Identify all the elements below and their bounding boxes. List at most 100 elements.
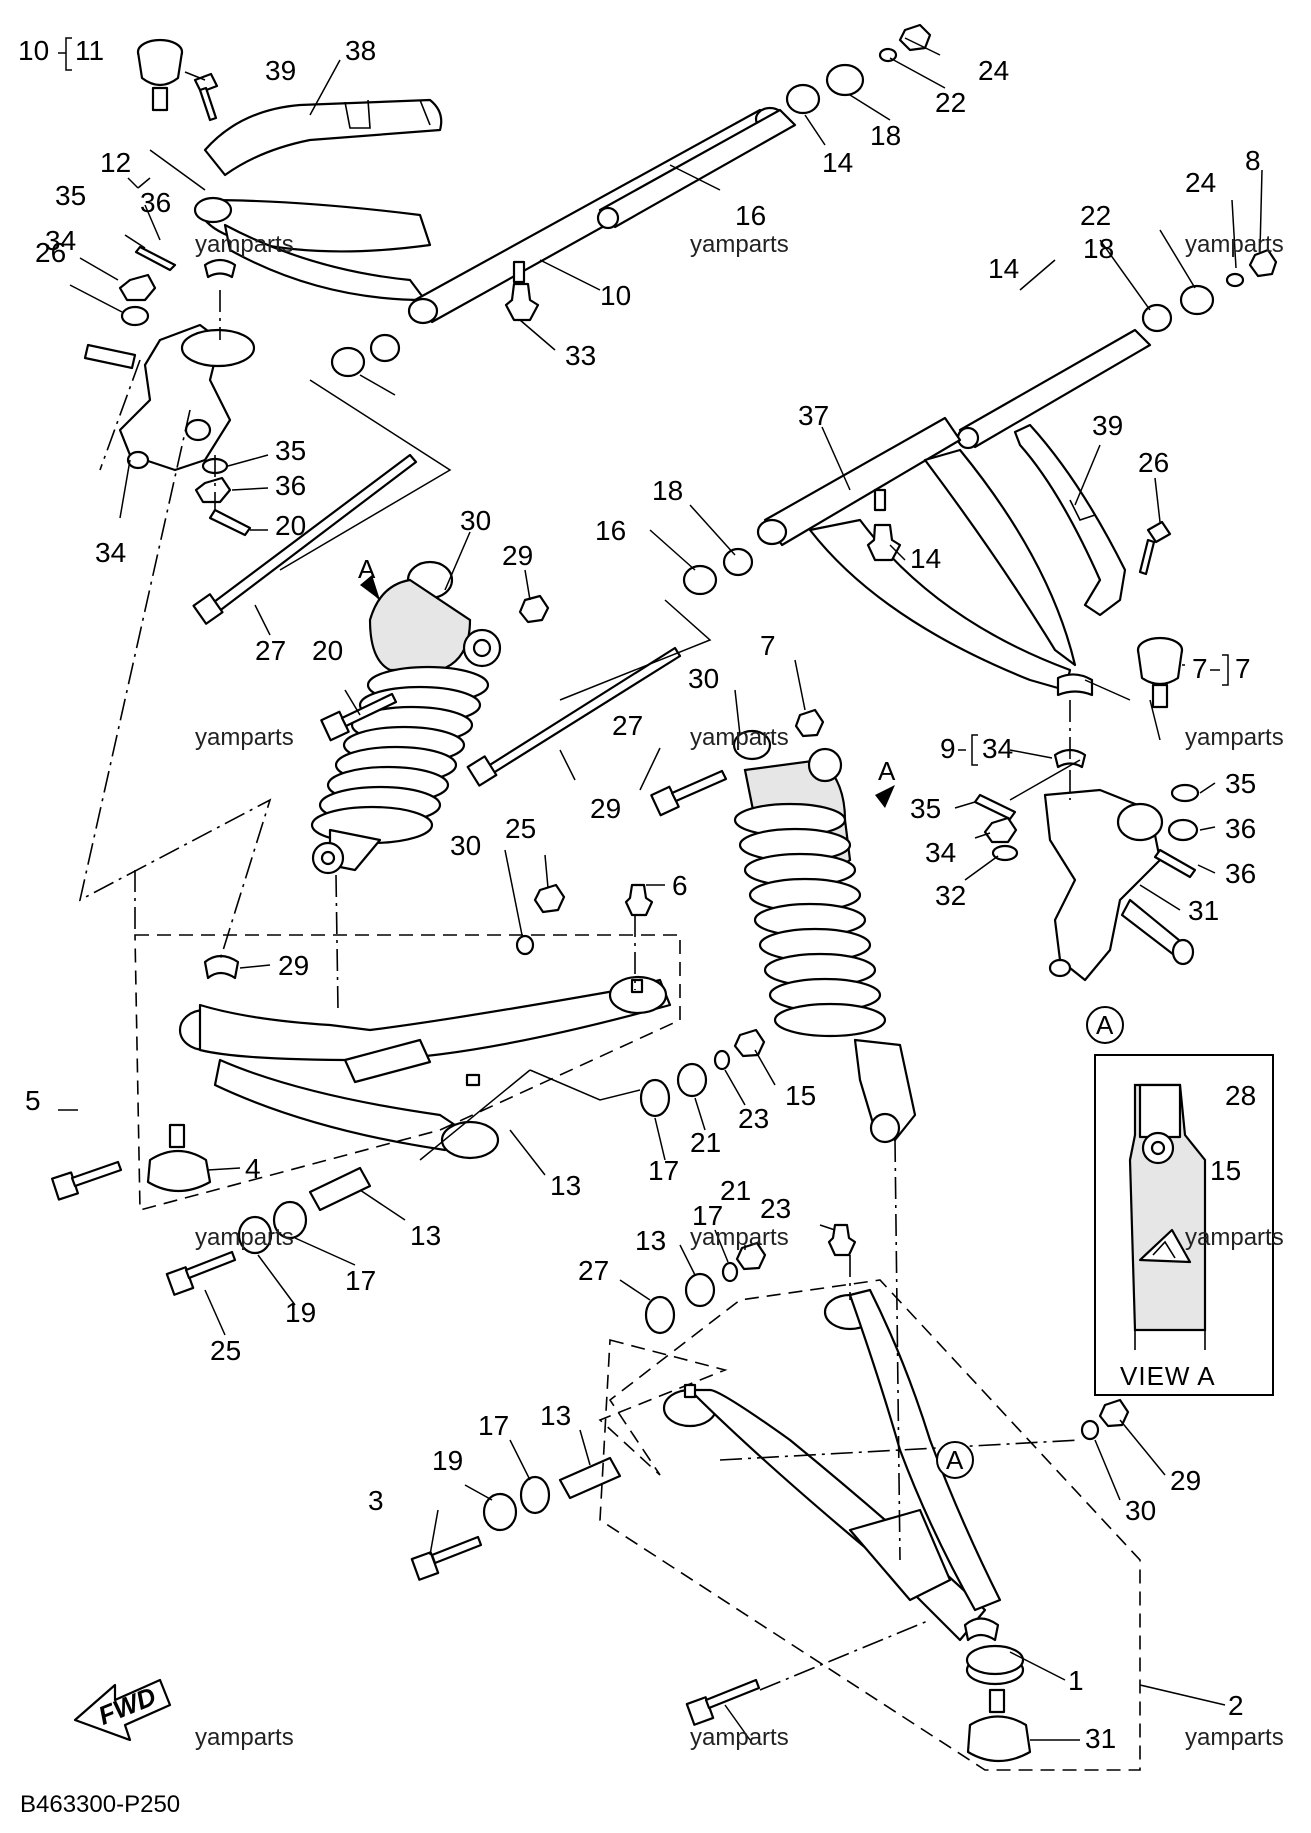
nut-30-right: [1098, 1398, 1130, 1428]
callout-number: 36: [1225, 813, 1256, 844]
callout-number: 31: [1188, 895, 1219, 926]
callout-number: 26: [35, 237, 66, 268]
callout-number: 12: [100, 147, 131, 178]
knuckle-32: [1043, 788, 1195, 982]
spring-left: [310, 665, 490, 845]
callout-number: 35: [275, 435, 306, 466]
callout-number: 14: [910, 543, 941, 574]
bushing-17-lower-a: [237, 1215, 273, 1255]
lower-left-arm-assembly: [50, 646, 766, 1296]
upper-arm-7: [756, 416, 1094, 697]
washer-21-lower-b: [721, 1261, 739, 1283]
grease-fitting-25-left: [624, 883, 654, 917]
svg-text:yamparts: yamparts: [1185, 1724, 1284, 1751]
washer-21-right-a: [713, 1049, 731, 1071]
callout-number: 18: [1083, 233, 1114, 264]
callout-number: 13: [550, 1170, 581, 1201]
callout-number: 24: [1185, 167, 1216, 198]
callout-number: 39: [1092, 410, 1123, 441]
bushing-14-right: [1141, 303, 1173, 333]
nut-24-top: [898, 23, 932, 52]
spring-right: [733, 802, 887, 1038]
circle-marker-a-1: A: [1086, 1006, 1124, 1044]
callout-number: 21: [690, 1127, 721, 1158]
view-arrow-a-left: A: [358, 554, 381, 601]
circlip-12: [203, 258, 237, 279]
callout-number: 11: [75, 35, 104, 66]
grease-fitting-26-top: [504, 282, 540, 322]
callout-number: 27: [578, 1255, 609, 1286]
svg-text:A: A: [1096, 1010, 1114, 1040]
callout-number: 18: [652, 475, 683, 506]
bushing-17-lower-b: [684, 1272, 716, 1308]
callout-number: 22: [1080, 200, 1111, 231]
callout-number: 7: [1192, 653, 1208, 684]
callout-number: 36: [140, 187, 171, 218]
callout-number: 14: [822, 147, 853, 178]
bolt-39-right: [1138, 520, 1172, 576]
view-a-inset: VIEW A: [1094, 1054, 1274, 1396]
cotter-pin-36-right: [1153, 848, 1197, 879]
callout-number: 35: [1225, 768, 1256, 799]
callout-number: 29: [590, 793, 621, 824]
callout-number: 30: [450, 830, 481, 861]
washer-34-left: [991, 844, 1019, 862]
callout-number: 4: [245, 1153, 261, 1184]
callout-number: 29: [1170, 1465, 1201, 1496]
callout-number: 30: [460, 505, 491, 536]
svg-text:yamparts: yamparts: [195, 1724, 294, 1751]
upper-right-arm-assembly: [682, 248, 1278, 982]
lower-right-arm-assembly: [410, 1223, 1130, 1762]
callout-number: 30: [688, 663, 719, 694]
svg-text:yamparts: yamparts: [195, 1224, 294, 1251]
bushing-18-top: [825, 63, 865, 97]
view-arrow-a-right: A: [875, 756, 896, 808]
callout-number: 8: [1245, 145, 1261, 176]
washer-31-right: [1080, 1419, 1100, 1441]
svg-text:A: A: [358, 554, 376, 584]
view-a-label: VIEW A: [1120, 1361, 1216, 1391]
washer-31-left: [515, 934, 535, 956]
bushing-17-right-a: [676, 1062, 708, 1098]
callout-number: 24: [978, 55, 1009, 86]
nut-35-right-top: [1167, 818, 1199, 842]
callout-number: 36: [275, 470, 306, 501]
callout-number: 25: [210, 1335, 241, 1366]
callout-number: 13: [410, 1220, 441, 1251]
diagram-code: B463300-P250: [20, 1791, 180, 1818]
bolt-19-lower-a: [165, 1250, 237, 1296]
svg-text:yamparts: yamparts: [690, 724, 789, 751]
callout-number: 34: [925, 837, 956, 868]
callout-number: 39: [265, 55, 296, 86]
callout-number: 19: [285, 1297, 316, 1328]
assembly-lines: [78, 290, 1161, 1771]
nut-30-shock-left: [518, 594, 550, 624]
bolt-20-right: [466, 646, 682, 787]
bolt-29-shock-right: [650, 769, 728, 817]
lower-arm-4: [178, 975, 672, 1160]
callout-number: 17: [478, 1410, 509, 1441]
nut-35-top: [118, 273, 157, 302]
nut-23-right-a: [733, 1028, 766, 1058]
svg-text:yamparts: yamparts: [1185, 231, 1284, 258]
bushing-13-right-a: [639, 1078, 671, 1118]
callout-number: 10: [18, 35, 49, 66]
callout-number: 20: [275, 510, 306, 541]
callout-number: 34: [95, 537, 126, 568]
nut-30-left: [533, 883, 566, 914]
knuckle-33: [83, 323, 256, 472]
svg-text:yamparts: yamparts: [1185, 724, 1284, 751]
callout-number: 38: [345, 35, 376, 66]
bolt-29-shock-left: [320, 692, 398, 742]
callout-number: 13: [635, 1225, 666, 1256]
bolt-39-left: [193, 72, 219, 122]
bushing-14-top: [785, 83, 821, 115]
svg-text:yamparts: yamparts: [195, 724, 294, 751]
nut-30-shock-right: [794, 708, 825, 738]
grease-fitting-25-right: [827, 1223, 857, 1257]
callout-number: 32: [935, 880, 966, 911]
nut-35-left: [983, 816, 1018, 844]
callout-number: 26: [1138, 447, 1169, 478]
bushing-18-left: [330, 346, 366, 378]
